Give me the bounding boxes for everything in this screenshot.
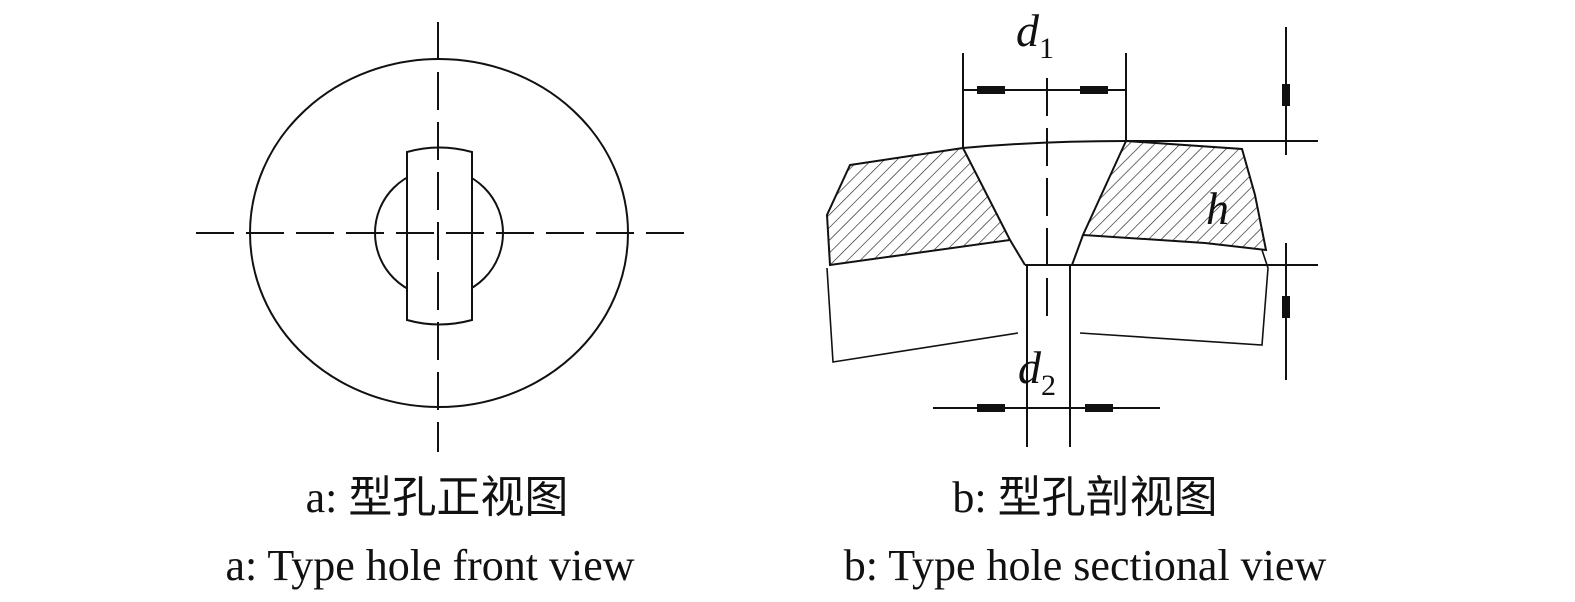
neck-left (1009, 239, 1026, 266)
svg-text:d2: d2 (1018, 342, 1056, 402)
top-surface (962, 140, 1318, 149)
d2-dimension: d2 (933, 342, 1160, 412)
sectional-view: d1 d2 h (825, 5, 1318, 447)
hatched-section-right (1081, 139, 1268, 252)
d1-dimension: d1 (962, 5, 1127, 148)
d1-label: d (1016, 5, 1040, 56)
lower-body-left (826, 267, 1019, 363)
d1-subscript: 1 (1039, 32, 1054, 65)
d2-label: d (1018, 342, 1042, 393)
h-dimension: h (1206, 27, 1290, 380)
front-view (196, 22, 684, 452)
slot-profile (406, 146, 473, 326)
d2-subscript: 2 (1041, 369, 1056, 402)
hatched-section-left (825, 146, 1012, 267)
h-label: h (1206, 183, 1229, 234)
caption-b-cn: b: 型孔剖视图 (952, 473, 1217, 522)
caption-a-en: a: Type hole front view (225, 541, 634, 590)
neck-right (1071, 234, 1084, 266)
caption-a-cn: a: 型孔正视图 (306, 473, 569, 522)
caption-b-en: b: Type hole sectional view (844, 541, 1327, 590)
svg-text:d1: d1 (1016, 5, 1054, 65)
lower-body-right (1079, 249, 1269, 346)
